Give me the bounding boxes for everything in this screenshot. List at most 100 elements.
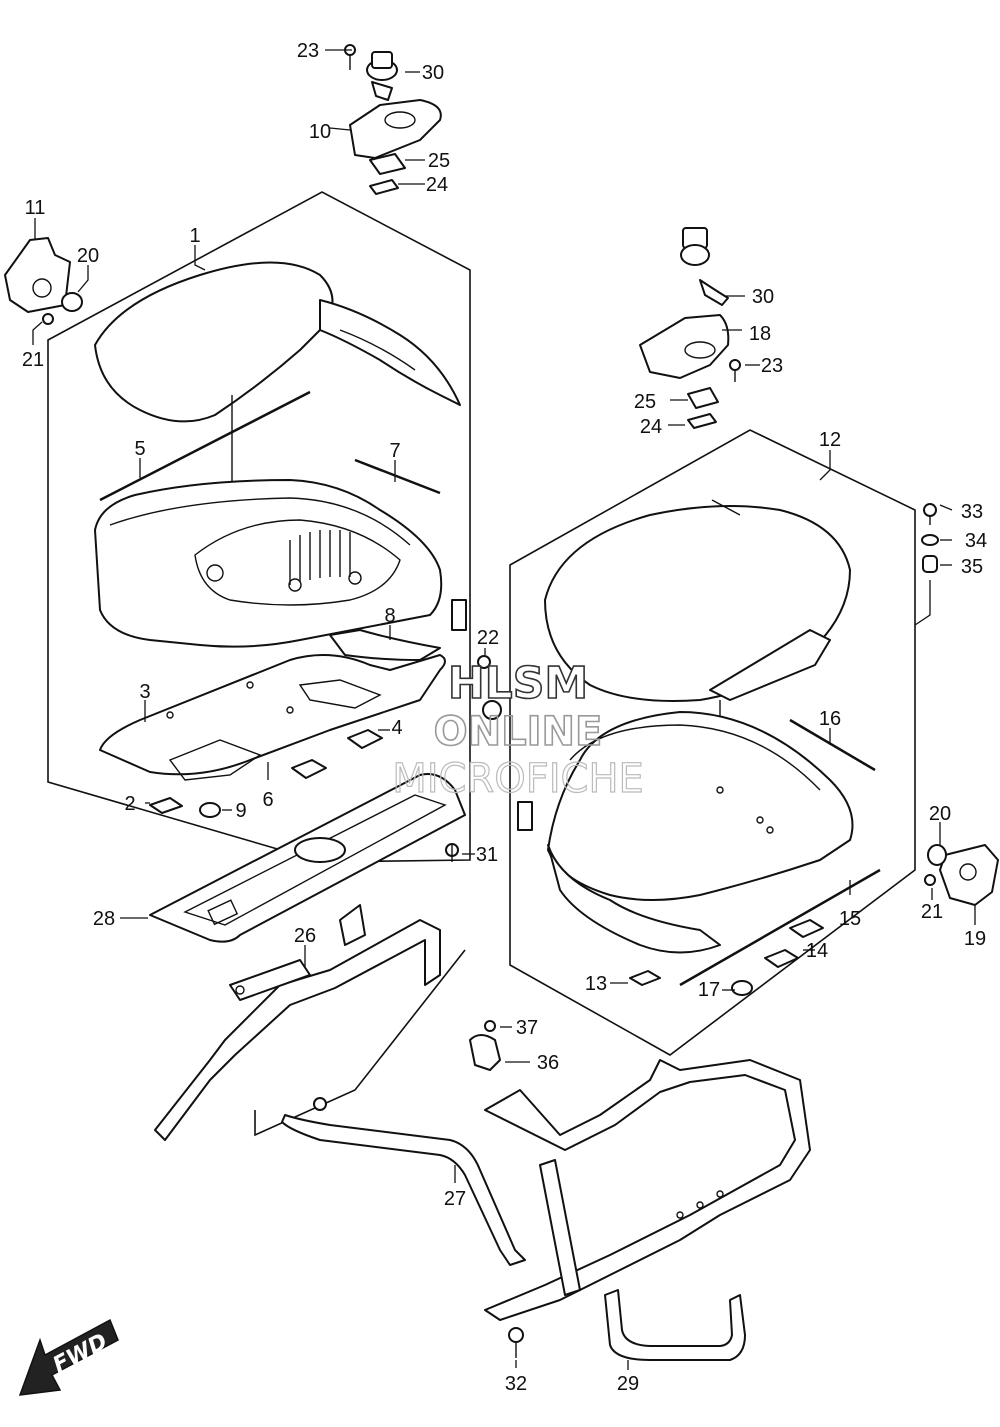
left-seal-strip-5 [99, 390, 311, 502]
callout-18: 18 [749, 323, 771, 345]
rack-29 [484, 1059, 811, 1361]
callout-25-top: 25 [428, 150, 450, 172]
callout-36: 36 [537, 1052, 559, 1074]
callout-13: 13 [585, 973, 607, 995]
left-mat-8 [329, 629, 441, 661]
watermark-line-3: MICROFICHE [392, 756, 644, 802]
screw-33 [923, 503, 937, 525]
cushion-22 [482, 700, 502, 720]
right-case-body [547, 711, 854, 954]
collar-35 [922, 555, 938, 573]
right-rubber-13 [629, 970, 661, 986]
callout-14: 14 [806, 940, 828, 962]
bolt-31 [445, 843, 459, 862]
screw-37 [484, 1020, 496, 1032]
callout-4: 4 [391, 717, 402, 739]
washer-34 [921, 534, 939, 546]
bolt-22 [477, 655, 491, 669]
lock-cylinder-30-top [366, 51, 398, 101]
leader-lines [32, 49, 976, 1370]
callout-2: 2 [124, 793, 135, 815]
collar-21-right [924, 874, 936, 886]
callout-23-top: 23 [297, 40, 319, 62]
right-case-lid [544, 499, 851, 702]
callout-12: 12 [819, 429, 841, 451]
bracket-26 [154, 904, 441, 1141]
callout-34: 34 [965, 530, 987, 552]
callout-15: 15 [839, 908, 861, 930]
callout-5: 5 [134, 438, 145, 460]
left-case-lid [94, 261, 461, 423]
bracket-36 [469, 1034, 501, 1071]
bracket-line-35 [914, 580, 931, 626]
bolt-32 [508, 1327, 524, 1358]
callout-29: 29 [617, 1373, 639, 1395]
callout-16: 16 [819, 708, 841, 730]
hinge-cover-19 [939, 844, 999, 906]
left-cushion-9 [199, 802, 221, 818]
lock-cover-18 [639, 314, 730, 379]
callout-30-top: 30 [422, 62, 444, 84]
watermark-line-2: ONLINE [434, 709, 603, 755]
left-damper-4 [291, 729, 383, 779]
left-case-body [94, 479, 443, 648]
base-plate-28 [149, 773, 466, 943]
callout-24-top: 24 [426, 174, 448, 196]
screw-23-top [344, 44, 356, 70]
lock-spring-24-top [369, 179, 399, 195]
o-ring-20-right [927, 844, 947, 866]
callout-6: 6 [262, 789, 273, 811]
bracket-26-frame [254, 949, 466, 1137]
callout-37: 37 [516, 1017, 538, 1039]
callout-9: 9 [235, 800, 246, 822]
callout-23-right: 23 [761, 355, 783, 377]
callout-26: 26 [294, 925, 316, 947]
callout-31: 31 [476, 844, 498, 866]
callout-3: 3 [139, 681, 150, 703]
left-rubber-2 [149, 797, 183, 814]
fwd-arrow-icon: FWD [18, 1318, 119, 1396]
frame-rail-27 [281, 1097, 526, 1266]
callout-25-right: 25 [634, 391, 656, 413]
right-damper-14 [764, 919, 824, 968]
right-case-group-frame [509, 429, 916, 1056]
callout-8: 8 [384, 605, 395, 627]
callout-19: 19 [964, 928, 986, 950]
left-seal-strip-7 [354, 458, 441, 495]
callout-labels: 1 2 3 4 5 6 7 8 9 10 11 12 13 14 15 16 1… [22, 40, 987, 1395]
left-case-mat-3 [99, 654, 446, 781]
right-seal-strip-15 [679, 868, 881, 987]
callout-7: 7 [389, 440, 400, 462]
callout-33: 33 [961, 501, 983, 523]
callout-22: 22 [477, 627, 499, 649]
left-case-group-frame [47, 191, 471, 863]
callout-10: 10 [309, 121, 331, 143]
lock-cylinder-30-right [680, 227, 729, 306]
callout-21-left: 21 [22, 349, 44, 371]
callout-28: 28 [93, 908, 115, 930]
lock-cover-10 [349, 99, 442, 159]
lock-plate-25-top [369, 153, 406, 175]
callout-1: 1 [189, 225, 200, 247]
lock-plate-25-right [687, 387, 719, 409]
callout-21-right: 21 [921, 901, 943, 923]
left-clip-22-pad [451, 599, 467, 631]
callout-35: 35 [961, 556, 983, 578]
callout-11: 11 [25, 197, 46, 219]
watermark-line-1: HLSM [448, 658, 588, 709]
screw-23-right [729, 359, 741, 382]
right-clip-pad [517, 801, 533, 831]
callout-20-right: 20 [929, 803, 951, 825]
o-ring-20-left [61, 292, 83, 312]
right-cushion-17 [731, 980, 753, 996]
callout-20-left: 20 [77, 245, 99, 267]
collar-21-left [42, 313, 54, 325]
callout-24-right: 24 [640, 416, 662, 438]
hinge-cover-11 [4, 237, 71, 313]
lock-spring-24-right [687, 413, 717, 429]
callout-30-right: 30 [752, 286, 774, 308]
callout-27: 27 [444, 1188, 466, 1210]
callout-17: 17 [698, 979, 720, 1001]
right-seal-strip-16 [789, 718, 876, 772]
